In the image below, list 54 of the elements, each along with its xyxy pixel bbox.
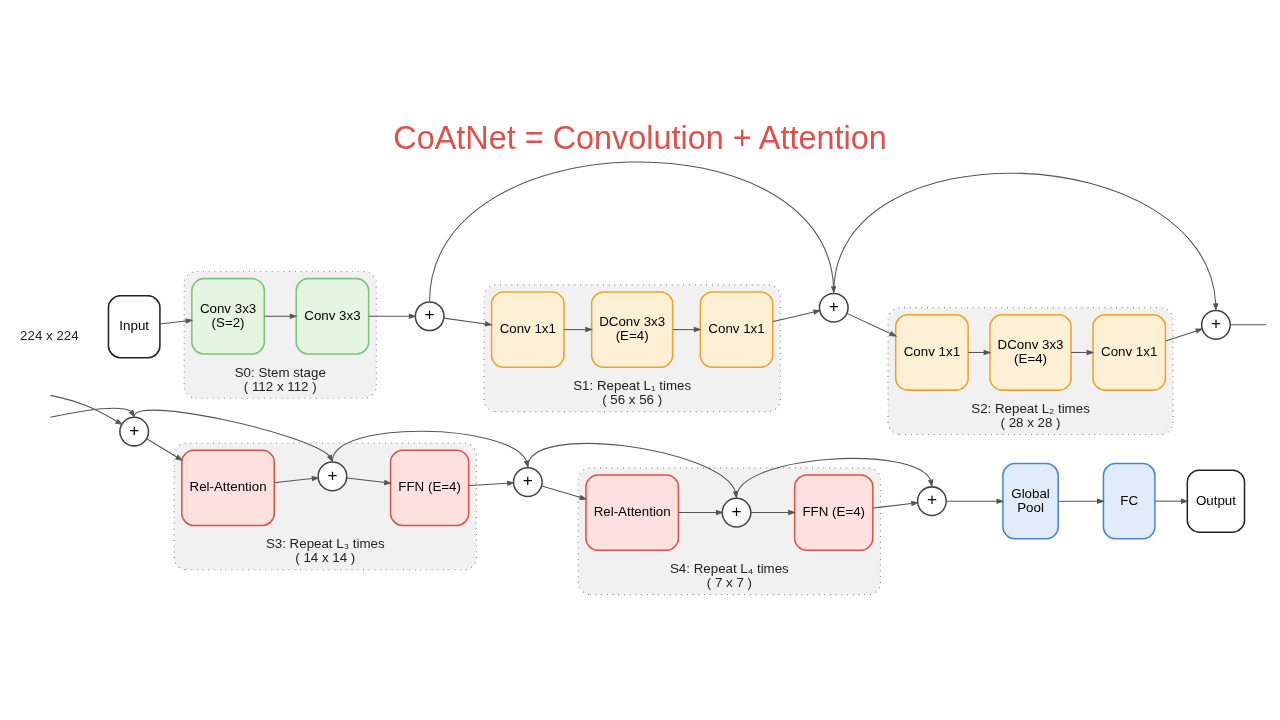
arrow bbox=[1070, 349, 1095, 355]
arrow bbox=[833, 172, 1219, 311]
node-box: Conv 1x1 bbox=[894, 313, 969, 391]
node-circle: + bbox=[1200, 309, 1231, 340]
arrow bbox=[368, 313, 417, 319]
arrow bbox=[736, 457, 934, 498]
arrow bbox=[872, 500, 920, 509]
arrow bbox=[159, 317, 194, 324]
arrow bbox=[563, 326, 594, 332]
arrow bbox=[672, 326, 702, 332]
arrow bbox=[678, 509, 724, 515]
node-circle: + bbox=[317, 460, 348, 491]
node-box: Conv 1x1 bbox=[1092, 313, 1167, 391]
arrow bbox=[274, 475, 320, 483]
arrow bbox=[443, 317, 493, 327]
node-box: Conv 3x3 bbox=[295, 277, 370, 355]
node-box: FFN (E=4) bbox=[793, 473, 874, 551]
node-box: DConv 3x3 (E=4) bbox=[590, 290, 674, 368]
node-box: Output bbox=[1186, 468, 1246, 533]
arrow bbox=[967, 349, 992, 355]
arrow bbox=[346, 477, 392, 485]
node-box: Global Pool bbox=[1002, 462, 1059, 540]
node-circle: + bbox=[916, 485, 947, 516]
node-circle: + bbox=[818, 292, 849, 323]
arrow bbox=[945, 497, 1005, 504]
arrow bbox=[128, 409, 334, 462]
node-circle: + bbox=[119, 416, 150, 447]
arrow bbox=[264, 313, 298, 319]
node-box: DConv 3x3 (E=4) bbox=[989, 313, 1072, 391]
arrow bbox=[49, 394, 124, 425]
arrow bbox=[541, 484, 588, 500]
node-box: Input bbox=[107, 294, 161, 358]
node-label: 224 x 224 bbox=[20, 327, 79, 343]
node-box: Rel-Attention bbox=[585, 473, 680, 551]
node-box: FC bbox=[1102, 462, 1156, 540]
node-box: FFN (E=4) bbox=[389, 448, 470, 526]
arrow bbox=[49, 407, 136, 418]
arrow bbox=[772, 308, 822, 322]
node-box: Conv 1x1 bbox=[490, 290, 565, 368]
arrow bbox=[1165, 327, 1204, 341]
arrow bbox=[146, 437, 184, 461]
node-circle: + bbox=[721, 497, 752, 528]
connector bbox=[1229, 323, 1267, 325]
node-circle: + bbox=[414, 300, 445, 331]
arrow bbox=[750, 509, 797, 515]
node-circle: + bbox=[512, 466, 543, 497]
arrow bbox=[1154, 497, 1189, 504]
arrow bbox=[1057, 497, 1105, 504]
diagram-title: CoAtNet = Convolution + Attention bbox=[393, 119, 887, 156]
arrow bbox=[468, 480, 515, 486]
arrow bbox=[846, 312, 898, 337]
node-box: Conv 1x1 bbox=[699, 290, 774, 368]
node-box: Rel-Attention bbox=[181, 448, 276, 526]
node-box: Conv 3x3 (S=2) bbox=[191, 277, 266, 355]
